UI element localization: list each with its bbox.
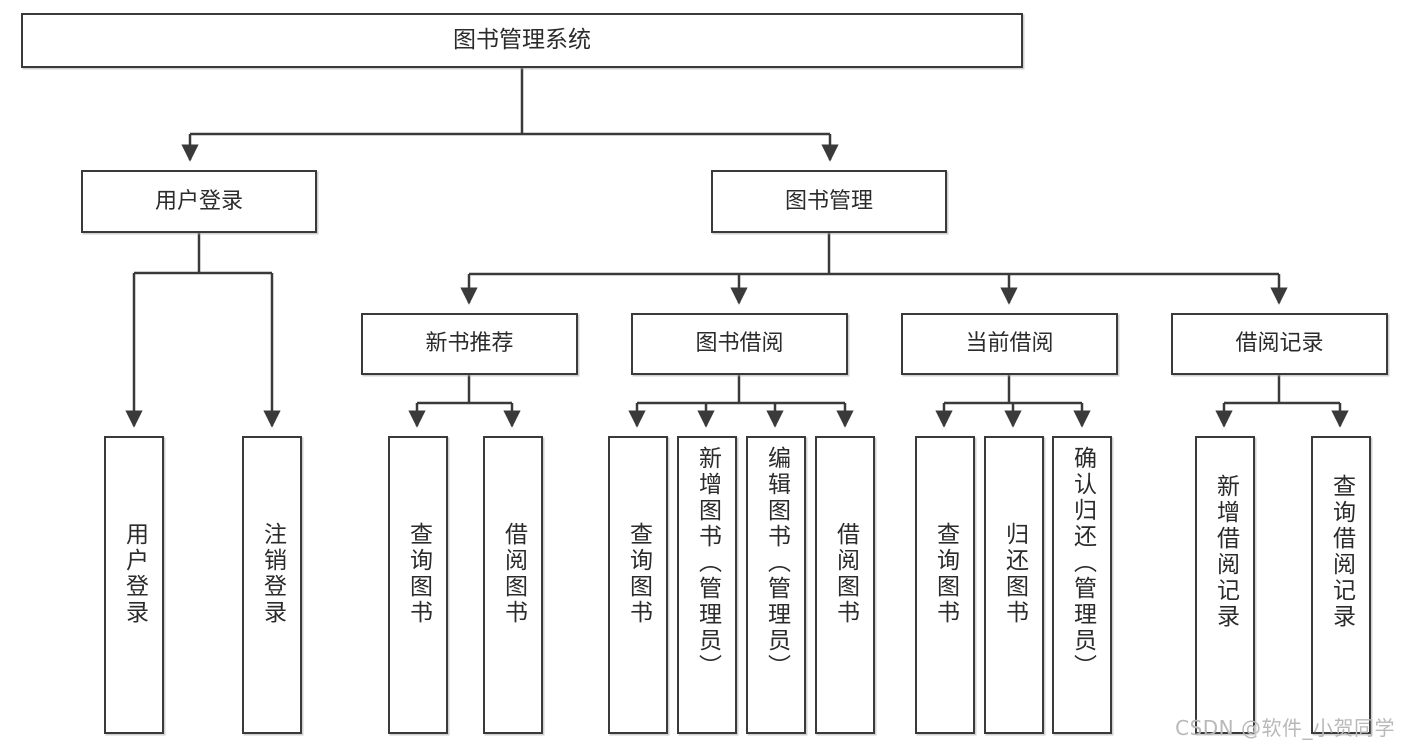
leaf-book-borrow-query[interactable]: 查询图书 (608, 436, 668, 734)
node-label: 确认归还（管理员） (1069, 446, 1096, 680)
leaf-current-borrow-confirm-return[interactable]: 确认归还（管理员） (1052, 436, 1112, 734)
node-label: 查询图书 (405, 522, 432, 626)
node-label: 用户登录 (121, 522, 148, 626)
node-label: 图书借阅 (695, 331, 784, 357)
node-label: 新书推荐 (425, 331, 514, 357)
leaf-borrow-record-query[interactable]: 查询借阅记录 (1311, 436, 1371, 734)
node-new-book-recommend[interactable]: 新书推荐 (361, 313, 578, 375)
leaf-book-borrow-borrow[interactable]: 借阅图书 (815, 436, 875, 734)
leaf-current-borrow-return[interactable]: 归还图书 (984, 436, 1044, 734)
leaf-new-book-query[interactable]: 查询图书 (388, 436, 448, 734)
node-label: 新增借阅记录 (1212, 474, 1239, 630)
node-label: 新增图书（管理员） (694, 446, 721, 680)
node-borrow-record[interactable]: 借阅记录 (1171, 313, 1388, 375)
node-book-management[interactable]: 图书管理 (711, 170, 947, 233)
node-label: 当前借阅 (965, 331, 1054, 357)
node-book-borrow[interactable]: 图书借阅 (631, 313, 848, 375)
node-label: 查询借阅记录 (1328, 474, 1355, 630)
leaf-user-login-login[interactable]: 用户登录 (104, 436, 164, 734)
leaf-user-login-logout[interactable]: 注销登录 (242, 436, 302, 734)
leaf-book-borrow-edit[interactable]: 编辑图书（管理员） (746, 436, 806, 734)
node-label: 编辑图书（管理员） (763, 446, 790, 680)
node-label: 借阅图书 (832, 522, 859, 626)
node-root-system[interactable]: 图书管理系统 (21, 13, 1023, 68)
node-label: 图书管理系统 (453, 26, 591, 53)
node-label: 图书管理 (784, 188, 873, 214)
leaf-borrow-record-add[interactable]: 新增借阅记录 (1195, 436, 1255, 734)
node-label: 借阅记录 (1235, 331, 1324, 357)
leaf-new-book-borrow[interactable]: 借阅图书 (483, 436, 543, 734)
node-label: 注销登录 (259, 522, 286, 626)
leaf-current-borrow-query[interactable]: 查询图书 (915, 436, 975, 734)
node-current-borrow[interactable]: 当前借阅 (901, 313, 1118, 375)
node-label: 查询图书 (625, 522, 652, 626)
node-label: 归还图书 (1001, 522, 1028, 626)
node-user-login[interactable]: 用户登录 (81, 170, 317, 233)
node-label: 用户登录 (154, 188, 243, 214)
node-label: 借阅图书 (500, 522, 527, 626)
node-label: 查询图书 (932, 522, 959, 626)
leaf-book-borrow-add[interactable]: 新增图书（管理员） (677, 436, 737, 734)
